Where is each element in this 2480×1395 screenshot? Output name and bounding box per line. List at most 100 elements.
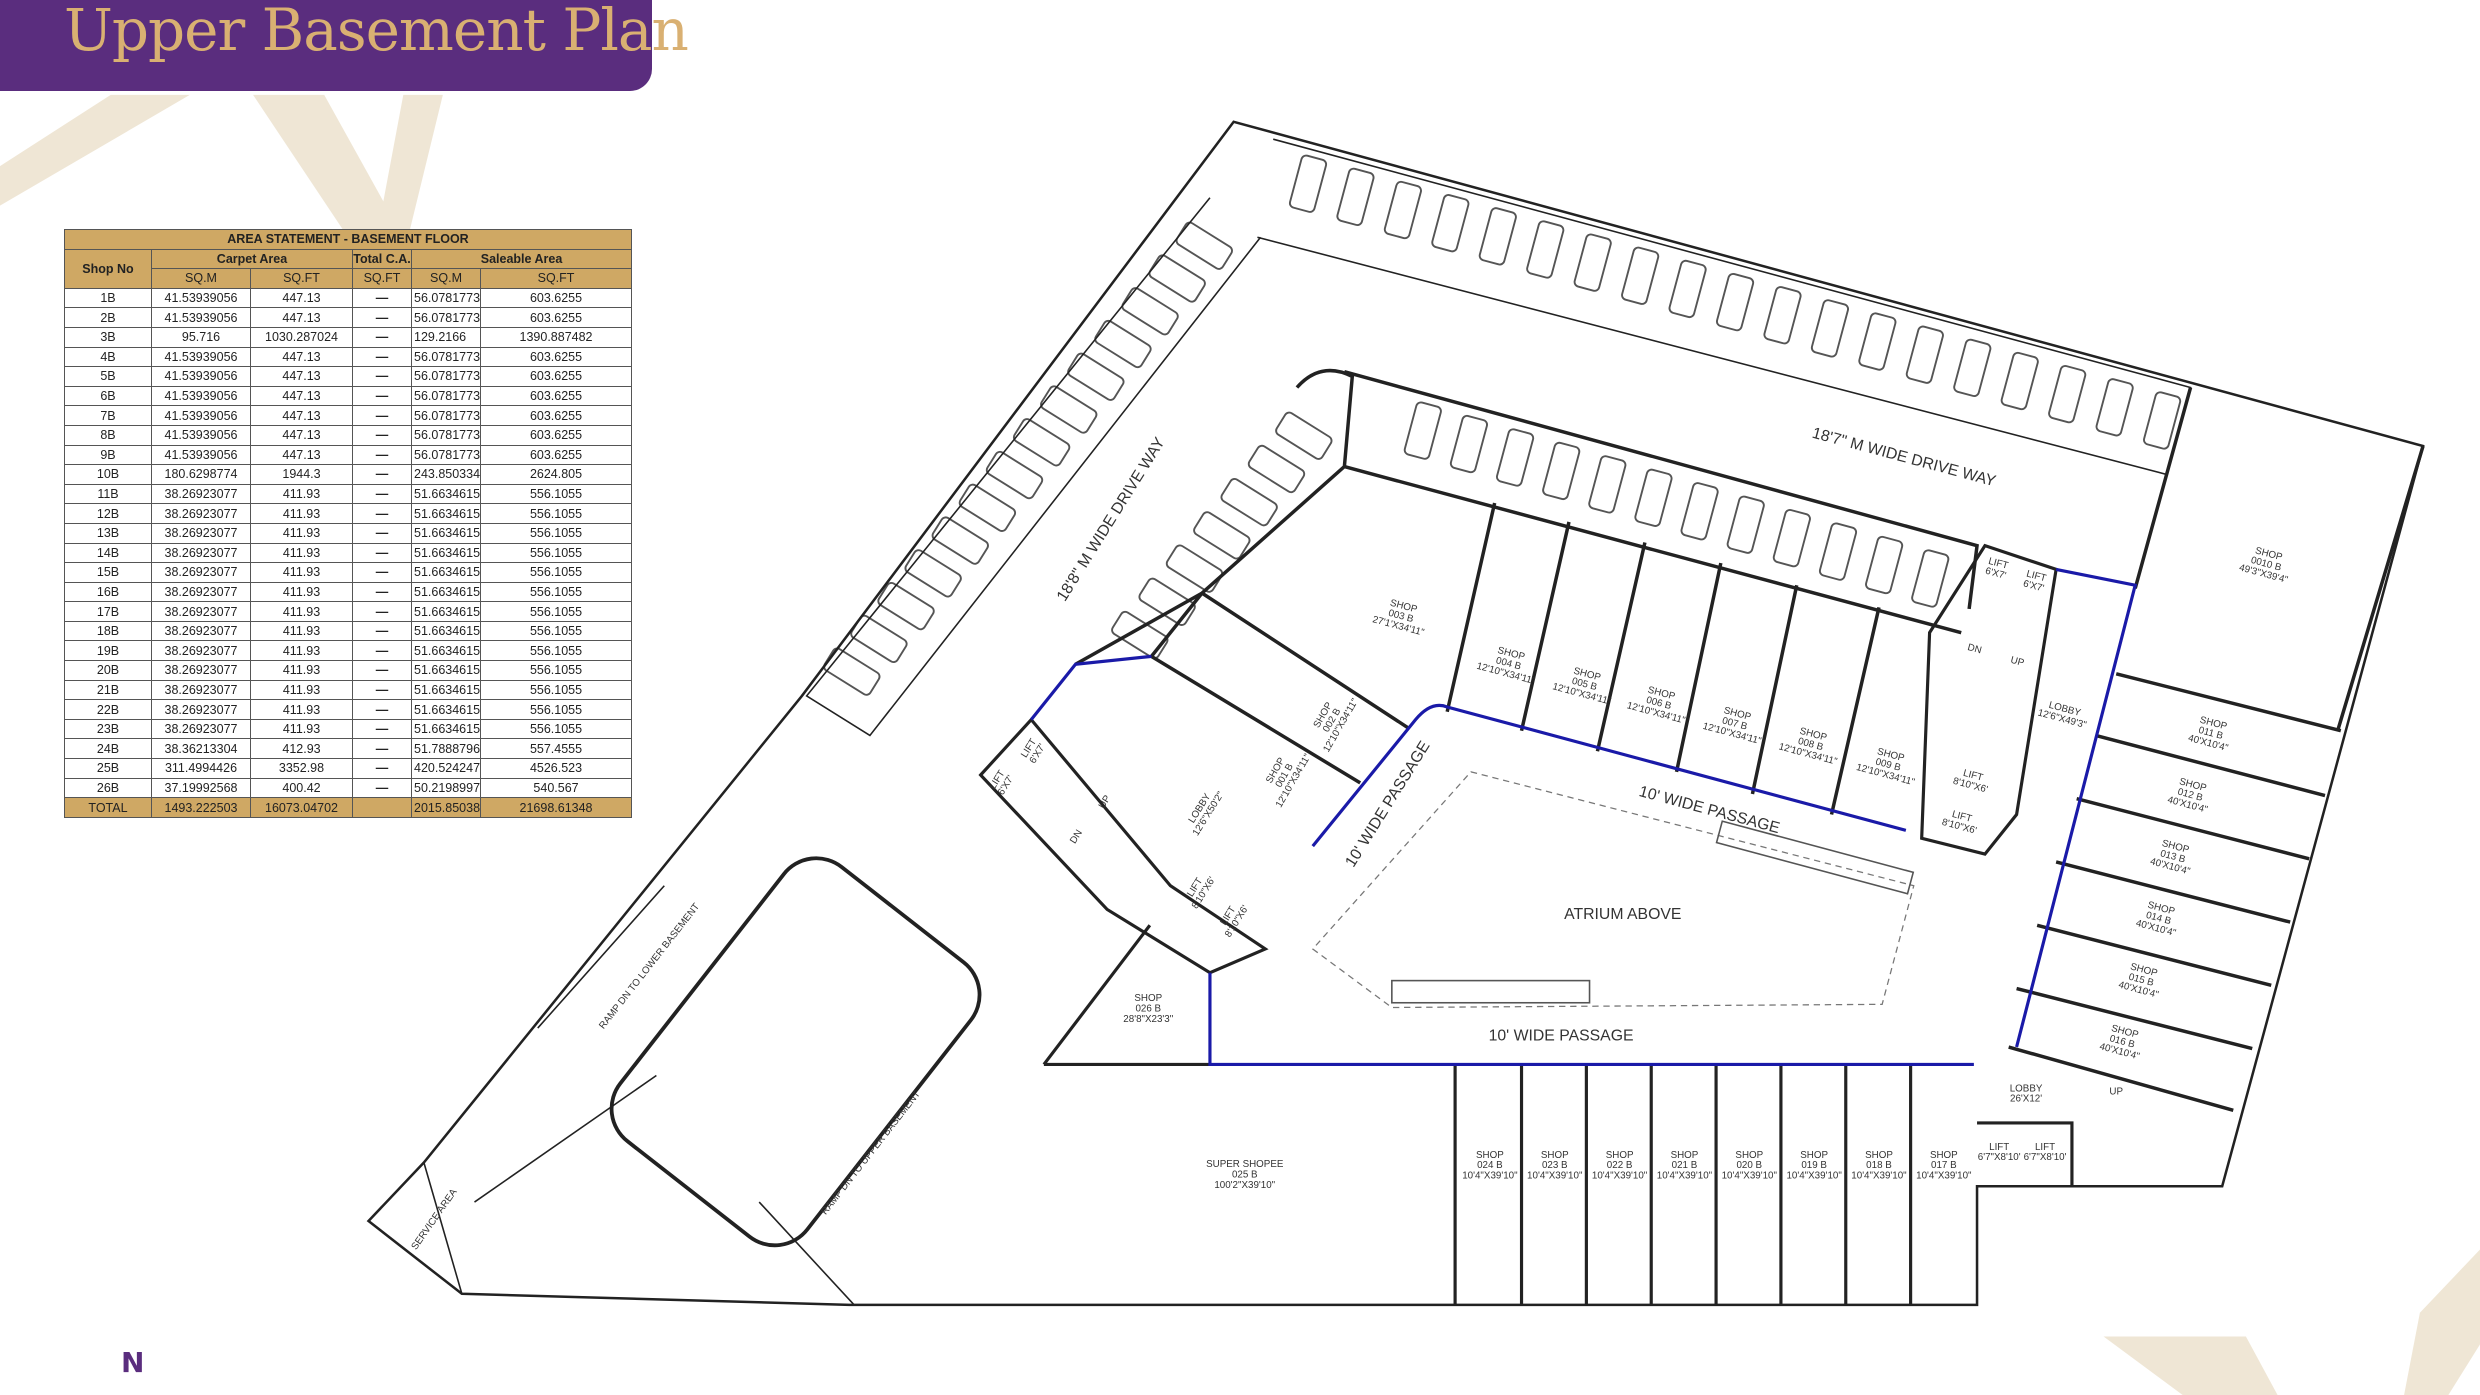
label-line: 017 B [1931,1160,1957,1171]
car-icon [1220,478,1278,527]
label-line: SERVICE AREA [409,1187,459,1252]
car-icon [1858,312,1897,371]
stair-up-label: UP [1097,793,1114,811]
cell-ca-sqm: 38.26923077 [151,581,251,603]
label-line: UP [2009,655,2025,669]
title-banner: Upper Basement Plan [0,0,689,91]
atrium-label: ATRIUM ABOVE [1564,906,1681,923]
label-line: SHOP [1606,1150,1634,1161]
label-line: SHOP [1476,1150,1504,1161]
car-icon [1818,522,1858,581]
label-line: RAMP DN TO LOWER BASEMENT [597,901,702,1031]
label-line: LIFT [1987,556,2009,572]
car-icon [1621,246,1660,305]
area-statement-table: AREA STATEMENT - BASEMENT FLOOR Shop No … [64,229,632,818]
header-sqm: SQ.M [151,268,251,289]
cell-shop: 12B [64,503,152,524]
label-line: 021 B [1672,1160,1698,1171]
label-line: 025 B [1232,1170,1258,1181]
car-icon [2000,351,2039,411]
cell-sa-sqm: 51.7888796 [410,738,482,760]
car-icon [1478,207,1517,266]
cell-ca-sqm: 38.26923077 [151,640,251,662]
cell-ca-sqm: 38.36213304 [151,738,251,760]
car-icon [1012,418,1071,467]
label-line: 10'4"X39'10" [1527,1170,1583,1181]
cell-shop: 17B [64,601,152,622]
shop-label: SHOP011 B40'X10'4" [2187,713,2235,754]
car-icon [1094,319,1152,369]
car-icon [1165,544,1224,593]
car-icon [1121,287,1179,336]
car-icon [1336,167,1375,227]
car-icon [1040,385,1098,434]
label-line: SHOP [1800,1150,1828,1161]
label-line: DN [1068,828,1085,846]
cell-sa-sqm: 51.6634615 [410,522,482,544]
label-line: RAMP DN TO UPPER BASEMENT [819,1089,923,1217]
cell-ca-sqm: 38.26923077 [151,718,251,740]
label-line: SHOP [1930,1150,1958,1161]
car-icon [1680,482,1719,541]
car-icon [1905,325,1944,384]
lift-label: LIFT8'10"X6' [1952,766,1992,796]
label-line: 10' WIDE PASSAGE [1342,738,1433,870]
table-title: AREA STATEMENT - BASEMENT FLOOR [64,229,632,250]
escalator [1715,820,1915,895]
car-icon [1573,233,1612,292]
cell-total-ca: — [352,307,412,328]
car-icon [1148,254,1206,303]
total-ca-sqft: 16073.04702 [250,797,353,818]
label-line: 18'7" M WIDE DRIVE WAY [1810,425,1998,491]
cell-ca-sqm: 38.26923077 [151,660,251,681]
label-line: 6'7"X8'10' [2024,1152,2067,1163]
cell-ca-sqft: 411.93 [250,522,353,544]
cell-shop: 6B [64,385,152,407]
car-icon [1275,411,1333,460]
label-line: 100'2"X39'10" [1214,1180,1275,1191]
label-line: 019 B [1801,1160,1827,1171]
car-icon [1726,495,1765,554]
cell-sa-sqft: 556.1055 [480,699,632,720]
cell-ca-sqm: 41.53939056 [151,346,251,368]
lift-label: LIFT8'10"X6' [1214,898,1251,940]
ramp-label: RAMP DN TO UPPER BASEMENT [819,1089,923,1217]
cell-sa-sqm: 51.6634615 [410,542,482,564]
cell-sa-sqm: 56.0781773 [410,385,482,407]
label-line: 020 B [1736,1160,1762,1171]
car-icon [1449,414,1489,474]
label-line: 023 B [1542,1160,1568,1171]
label-line: UP [1097,793,1114,811]
car-icon [2143,391,2182,450]
total-sa-sqm: 2015.85038 [410,797,482,818]
walls [366,120,2425,1307]
atrium [1311,771,1915,1009]
cell-ca-sqft: 411.93 [250,718,353,740]
label-line: 6'X7' [1984,566,2007,582]
shop-label: SHOP013 B40'X10'4" [2149,836,2197,877]
car-icon [904,549,962,598]
label-line: SHOP [1735,1150,1763,1161]
label-line: DN [1966,642,1983,656]
label-line: 10' WIDE PASSAGE [1489,1028,1634,1045]
cell-ca-sqm: 38.26923077 [151,699,251,720]
label-line: 10'4"X39'10" [1592,1170,1648,1181]
lift-label: LIFT6'X7' [1984,556,2010,582]
lobby-label: LOBBY12'6"X49'3" [2036,698,2090,732]
header-carpet-area: Carpet Area [151,248,353,270]
label-line: LIFT [2035,1142,2055,1153]
header-sqm: SQ.M [410,268,482,289]
